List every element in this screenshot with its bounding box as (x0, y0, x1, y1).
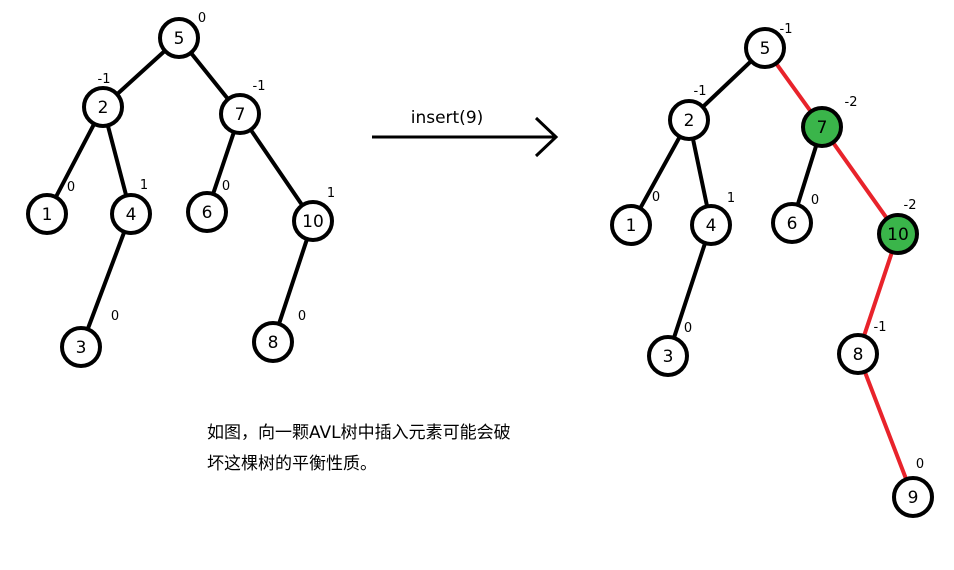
balance-factor: 0 (684, 321, 692, 336)
node-value: 2 (684, 111, 695, 131)
tree-node-a8: 8 -1 (837, 320, 887, 375)
caption-line-2: 坏这棵树的平衡性质。 (207, 454, 377, 474)
edge-a10-a8-highlighted (856, 232, 900, 356)
node-circle (892, 476, 934, 518)
node-circle (82, 86, 124, 128)
balance-factor: 0 (811, 193, 819, 208)
balance-factor: -1 (780, 22, 793, 37)
balance-factor: 0 (298, 309, 306, 324)
node-circle (837, 333, 879, 375)
node-value: 5 (174, 29, 185, 49)
tree-nodes: 502-17-110416010130805-12-17-210416010-2… (26, 11, 934, 518)
node-circle-highlighted (801, 106, 843, 148)
tree-node-b1: 10 (26, 180, 75, 235)
node-value: 8 (853, 345, 864, 365)
balance-factor: -1 (98, 72, 111, 87)
tree-node-b7: 7 -1 (219, 79, 266, 135)
balance-factor: -2 (904, 198, 917, 213)
balance-factor: 1 (140, 178, 148, 193)
tree-node-a7: 7 -2 (801, 95, 858, 148)
node-circle (610, 204, 652, 246)
node-circle (186, 191, 228, 233)
node-circle (744, 27, 786, 69)
tree-node-a2: 2 -1 (668, 84, 710, 141)
edge-a4-a3 (666, 223, 713, 358)
node-value: 3 (663, 347, 674, 367)
tree-node-b6: 60 (186, 179, 230, 233)
tree-node-b2: 2 -1 (82, 72, 124, 128)
balance-factor: -1 (874, 320, 887, 335)
node-circle (219, 93, 261, 135)
node-value: 3 (76, 338, 87, 358)
tree-node-b10: 101 (292, 186, 335, 242)
node-value: 4 (706, 216, 717, 236)
caption: 如图，向一颗AVL树中插入元素可能会破 坏这棵树的平衡性质。 (207, 418, 567, 480)
node-value: 5 (760, 39, 771, 59)
node-circle (252, 321, 294, 363)
node-circle (158, 17, 200, 59)
node-circle (690, 204, 732, 246)
tree-node-b5: 50 (158, 11, 206, 59)
node-value: 4 (126, 205, 137, 225)
balance-factor: 0 (198, 11, 206, 26)
node-circle-highlighted (877, 213, 919, 255)
node-value: 1 (626, 216, 637, 236)
edge-a8-a9-highlighted (856, 352, 915, 499)
balance-factor: 0 (111, 309, 119, 324)
edge-b7-b10 (238, 112, 315, 223)
tree-node-a10: 10 -2 (877, 198, 919, 255)
insert-arrow: insert(9) (372, 108, 559, 158)
tree-node-a3: 30 (647, 321, 692, 377)
node-value: 6 (202, 203, 213, 223)
tree-node-a5: 5 -1 (744, 22, 793, 69)
node-circle (292, 200, 334, 242)
edge-a7-a10-highlighted (820, 125, 900, 236)
node-value: 7 (235, 105, 246, 125)
tree-node-a9: 90 (892, 457, 934, 518)
edge-b10-b8 (271, 219, 315, 344)
balance-factor: -2 (845, 95, 858, 110)
node-circle (26, 193, 68, 235)
operation-label: insert(9) (411, 108, 484, 128)
tree-node-b8: 80 (252, 309, 306, 363)
node-circle (771, 202, 813, 244)
node-value: 10 (887, 225, 909, 245)
tree-node-a4: 41 (690, 191, 735, 246)
node-value: 6 (787, 214, 798, 234)
tree-node-b3: 30 (60, 309, 119, 368)
balance-factor: 0 (67, 180, 75, 195)
balance-factor: -1 (694, 84, 707, 99)
node-value: 9 (908, 488, 919, 508)
node-circle (668, 99, 710, 141)
balance-factor: 1 (327, 186, 335, 201)
node-value: 7 (817, 118, 828, 138)
node-value: 1 (42, 205, 53, 225)
node-value: 10 (302, 212, 324, 232)
node-value: 8 (268, 333, 279, 353)
node-circle (110, 193, 152, 235)
balance-factor: 0 (916, 457, 924, 472)
edge-b4-b3 (79, 212, 133, 349)
balance-factor: -1 (253, 79, 266, 94)
balance-factor: 1 (727, 191, 735, 206)
arrow-head (534, 116, 559, 158)
balance-factor: 0 (222, 179, 230, 194)
balance-factor: 0 (652, 190, 660, 205)
node-circle (647, 335, 689, 377)
node-circle (60, 326, 102, 368)
tree-node-a1: 10 (610, 190, 660, 246)
node-value: 2 (98, 98, 109, 118)
tree-node-b4: 41 (110, 178, 152, 235)
caption-line-1: 如图，向一颗AVL树中插入元素可能会破 (207, 423, 511, 443)
tree-node-a6: 60 (771, 193, 819, 244)
